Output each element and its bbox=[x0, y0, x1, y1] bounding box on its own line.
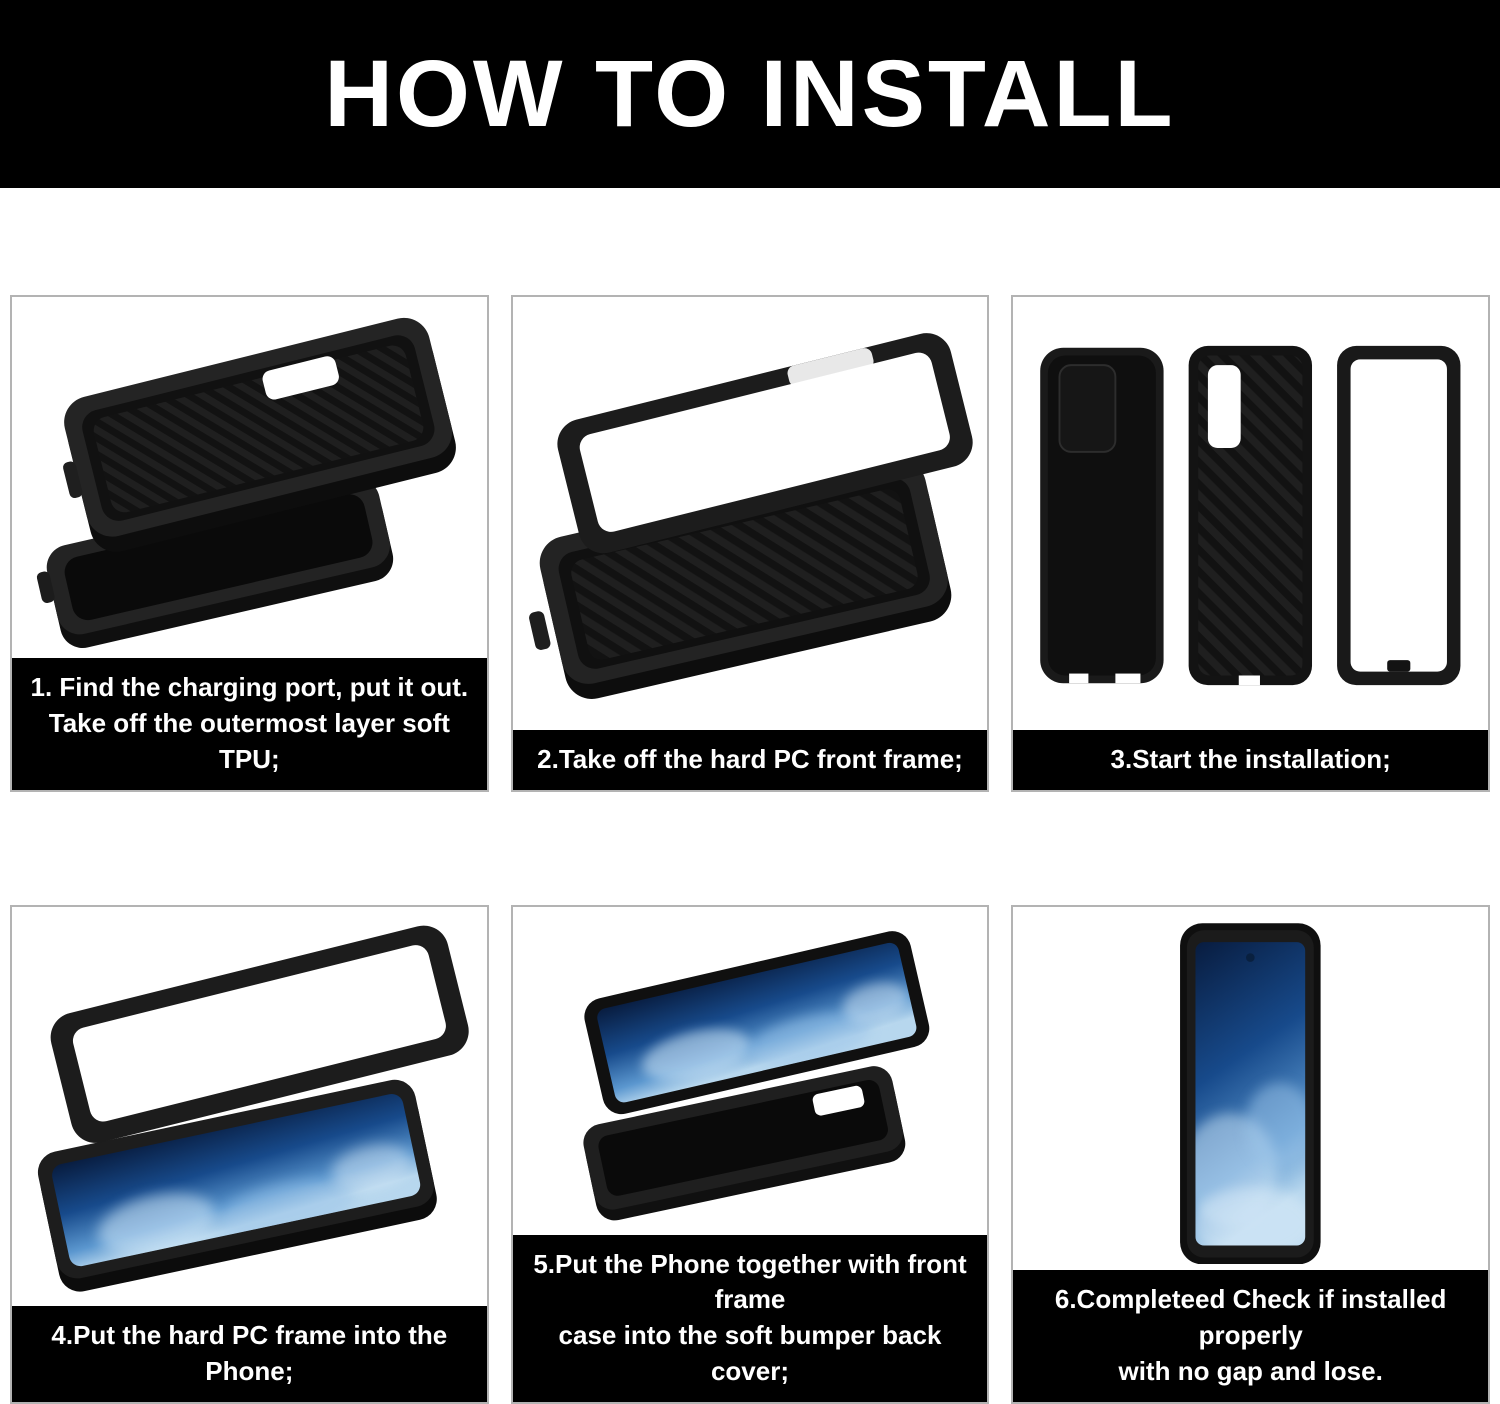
step-5-illustration bbox=[513, 907, 988, 1235]
hard-pc-front-frame bbox=[557, 333, 973, 554]
step-3-art-svg bbox=[1040, 345, 1461, 686]
step-6-illustration bbox=[1013, 907, 1488, 1270]
camera-bump bbox=[1058, 364, 1117, 453]
step-2-art-svg bbox=[528, 333, 973, 699]
camera-cutout bbox=[812, 1085, 864, 1116]
back-cover-carbon bbox=[63, 317, 456, 552]
completed-phone-in-case bbox=[1180, 923, 1321, 1265]
step-2-illustration bbox=[513, 297, 988, 730]
camera-notch bbox=[787, 348, 874, 387]
header-banner: HOW TO INSTALL bbox=[0, 0, 1500, 188]
camera-cutout bbox=[262, 356, 339, 400]
step-panel-2: 2.Take off the hard PC front frame; bbox=[510, 295, 990, 792]
hard-pc-front-frame bbox=[1337, 345, 1461, 686]
soft-tpu-tray bbox=[36, 478, 394, 649]
step-4-illustration bbox=[12, 907, 487, 1306]
step-panel-4: 4.Put the hard PC frame into the Phone; bbox=[10, 905, 489, 1404]
camera-cutout bbox=[1208, 365, 1242, 449]
step-panel-3: 3.Start the installation; bbox=[1011, 295, 1490, 792]
page-title: HOW TO INSTALL bbox=[324, 40, 1176, 147]
step-3-illustration bbox=[1013, 297, 1488, 730]
step-5-caption: 5.Put the Phone together with front fram… bbox=[512, 1234, 988, 1402]
step-4-art-svg bbox=[37, 925, 469, 1292]
step-1-caption: 1. Find the charging port, put it out. T… bbox=[12, 658, 487, 790]
back-cover-carbon bbox=[528, 459, 951, 699]
steps-grid: 1. Find the charging port, put it out. T… bbox=[0, 295, 1500, 1404]
step-panel-5: 5.Put the Phone together with front fram… bbox=[510, 905, 990, 1404]
step-6-art-svg bbox=[1180, 923, 1321, 1265]
step-1-art-svg bbox=[36, 317, 456, 649]
punch-hole-camera bbox=[1246, 953, 1255, 962]
step-3-caption: 3.Start the installation; bbox=[1013, 730, 1488, 790]
step-6-caption: 6.Completeed Check if installed properly… bbox=[1013, 1270, 1488, 1402]
hard-pc-front-frame bbox=[50, 925, 469, 1143]
phone-with-screen bbox=[37, 1079, 437, 1292]
step-panel-6: 6.Completeed Check if installed properly… bbox=[1011, 905, 1490, 1404]
step-1-illustration bbox=[12, 297, 487, 658]
phone-with-front-frame bbox=[584, 931, 929, 1115]
back-cover-carbon bbox=[1188, 345, 1313, 686]
step-4-caption: 4.Put the hard PC frame into the Phone; bbox=[12, 1306, 487, 1402]
step-panel-1: 1. Find the charging port, put it out. T… bbox=[10, 295, 489, 792]
step-2-caption: 2.Take off the hard PC front frame; bbox=[512, 730, 988, 790]
soft-bumper-back-cover bbox=[583, 1066, 905, 1221]
step-5-art-svg bbox=[583, 931, 929, 1221]
soft-tpu-back bbox=[1040, 347, 1164, 684]
